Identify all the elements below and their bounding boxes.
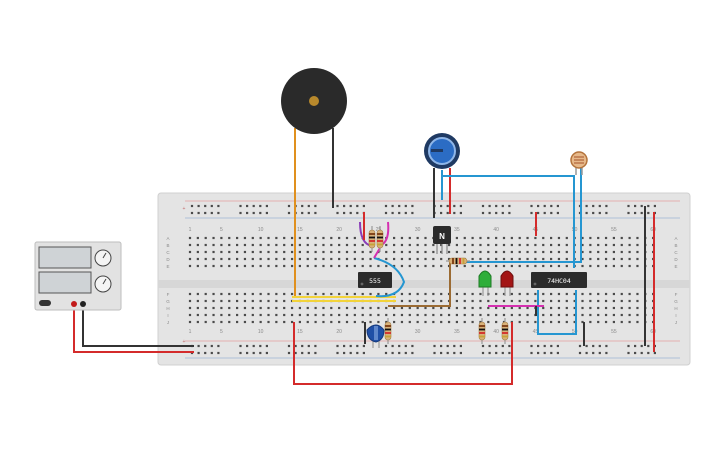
psu-wire-black[interactable] (82, 303, 194, 347)
breadboard[interactable]: 151015202530354045505560 151015202530354… (157, 192, 691, 366)
column-number: 35 (454, 227, 460, 233)
row-letter: J (167, 320, 169, 325)
pot-wiper-wire-blue[interactable] (442, 175, 575, 268)
row-letter: A (166, 236, 169, 241)
column-number: 10 (258, 329, 264, 335)
row-letter: B (166, 243, 169, 248)
led-red[interactable] (500, 270, 514, 296)
row-letter: F (675, 292, 678, 297)
resistors[interactable] (368, 226, 509, 344)
psu-wire-red[interactable] (73, 303, 194, 353)
wire-brown[interactable] (388, 262, 451, 307)
piezo-buzzer[interactable] (281, 68, 347, 296)
column-number: 40 (493, 329, 499, 335)
resistor-led-red[interactable] (501, 318, 509, 344)
psu-voltage-display (38, 246, 92, 269)
resistor-555-1[interactable] (368, 226, 376, 252)
row-letter: H (674, 306, 677, 311)
wire-red-bottom-loop[interactable] (293, 322, 513, 385)
column-number: 20 (336, 227, 342, 233)
resistor-base[interactable] (446, 257, 470, 265)
electrolytic-capacitor[interactable] (366, 324, 385, 348)
resistor-555-2[interactable] (376, 226, 384, 252)
wire-blue-inverter[interactable] (537, 290, 577, 335)
row-letter: B (674, 243, 677, 248)
power-supply[interactable] (34, 241, 194, 353)
column-number: 10 (258, 227, 264, 233)
photoresistor[interactable] (442, 151, 588, 268)
led-green[interactable] (478, 270, 492, 296)
buzzer-center (309, 96, 319, 106)
column-number: 55 (611, 227, 617, 233)
row-letter: C (166, 250, 170, 255)
column-number: 20 (336, 329, 342, 335)
row-letter: I (675, 313, 676, 318)
row-letter: A (674, 236, 677, 241)
timer-chip-label: 555 (369, 277, 381, 285)
psu-power-switch[interactable] (39, 300, 51, 306)
column-number: 30 (415, 227, 421, 233)
column-number: 1 (189, 227, 192, 233)
row-letter: G (166, 299, 170, 304)
row-letter: J (675, 320, 677, 325)
row-letter: C (674, 250, 678, 255)
column-number: 50 (572, 329, 578, 335)
row-letter: G (674, 299, 678, 304)
psu-negative-terminal[interactable] (80, 301, 86, 307)
timer-555-chip[interactable]: 555 (358, 272, 392, 288)
column-number: 55 (611, 329, 617, 335)
wire-magenta-jumper[interactable] (373, 247, 381, 259)
wire-blue-555[interactable] (373, 257, 406, 298)
row-letter: D (166, 257, 170, 262)
column-number: 40 (493, 227, 499, 233)
rail-polarity-mark: + (183, 206, 186, 212)
inverter-74hc04-chip[interactable]: 74HC04 (531, 272, 587, 288)
rail-polarity-mark: + (183, 339, 186, 345)
column-number: 5 (220, 329, 223, 335)
row-letter: E (674, 264, 677, 269)
column-number: 15 (297, 329, 303, 335)
row-letter: F (167, 292, 170, 297)
inverter-chip-label: 74HC04 (547, 277, 571, 285)
column-number: 5 (220, 227, 223, 233)
column-number: 35 (454, 329, 460, 335)
column-number: 15 (297, 227, 303, 233)
pot-indicator (431, 149, 443, 152)
psu-positive-terminal[interactable] (71, 301, 77, 307)
psu-current-display (38, 271, 92, 294)
ldr-wire-blue[interactable] (455, 168, 582, 263)
row-letter: H (166, 306, 169, 311)
npn-transistor[interactable]: N (433, 226, 451, 254)
ldr-trace (574, 156, 584, 164)
row-letter: D (674, 257, 678, 262)
resistor-led-green[interactable] (478, 318, 486, 344)
column-number: 30 (415, 329, 421, 335)
column-number: 45 (533, 329, 539, 335)
resistor-cap[interactable] (384, 318, 392, 344)
row-letter: I (167, 313, 168, 318)
transistor-label: N (439, 232, 445, 241)
row-letter: E (166, 264, 169, 269)
power-rail-lines (185, 200, 680, 359)
column-number: 1 (189, 329, 192, 335)
